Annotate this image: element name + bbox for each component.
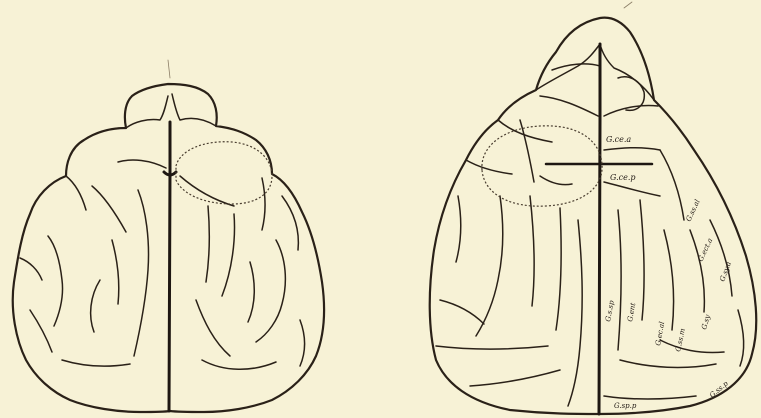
left-sulcus-5 <box>112 240 119 304</box>
rb-l-sulcus-8 <box>440 300 484 324</box>
right-brain-outline <box>430 18 757 414</box>
left-brain-r-sulcus-3 <box>222 214 235 296</box>
rb-l-sulcus-12 <box>540 176 572 185</box>
label-g-sy-a: G.sy.a <box>718 261 733 283</box>
left-brain-r-sulcus-4 <box>262 178 265 230</box>
left-brain-r-sulcus-10 <box>300 320 305 366</box>
label-g-ce-a: G.ce.a <box>606 135 631 144</box>
rb-l-sulcus-4 <box>456 196 461 262</box>
left-brain-r-sulcus-2 <box>206 206 209 282</box>
left-brain-r-sulcus-5 <box>282 196 298 250</box>
rb-r-sulcus-1 <box>660 150 684 220</box>
label-g-sy: G.sy <box>700 313 712 331</box>
rb-r-sulcus-6 <box>710 220 732 296</box>
rb-r-sulcus-3 <box>618 210 621 350</box>
left-sulcus-3 <box>66 176 86 210</box>
label-g-ce-p: G.ce.p <box>610 173 636 182</box>
left-brain-r-sulcus-9 <box>202 360 276 369</box>
label-g-s-sp: G.s.sp <box>604 299 616 322</box>
right-brain-figure: G.ce.a G.ce.p G.ss.al G.ect.a G.sy.a G.s… <box>430 2 757 414</box>
right-central-sulcus-a <box>604 148 660 150</box>
rb-r-sulcus-2 <box>640 200 644 320</box>
left-brain-r-sulcus-7 <box>248 262 254 322</box>
left-brain-r-sulcus-1 <box>180 176 234 206</box>
right-longitudinal-fissure <box>599 44 600 414</box>
left-sulcus-7 <box>134 190 149 356</box>
label-g-ss-al: G.ss.al <box>685 198 702 223</box>
rb-r-sulcus-5 <box>690 230 704 312</box>
label-g-ent: G.ent <box>626 302 637 322</box>
rb-r-sulcus-9 <box>604 396 696 399</box>
left-sulcus-6 <box>91 280 100 332</box>
rb-r-sulcus-4 <box>664 230 674 330</box>
label-g-ect-a: G.ect.a <box>697 237 715 263</box>
rb-l-sulcus-10 <box>470 370 560 386</box>
right-frontal-lobe-right <box>600 44 654 100</box>
left-sulcus-8 <box>30 310 52 352</box>
rb-r-sulcus-7 <box>620 360 716 367</box>
left-brain-dotted-region <box>176 142 272 204</box>
left-frontal-lobe-edge <box>126 96 168 128</box>
rb-l-sulcus-7 <box>556 208 561 330</box>
left-sulcus-4 <box>48 236 63 326</box>
left-sulcus-10 <box>20 258 42 280</box>
rb-l-sulcus-3 <box>466 160 512 174</box>
left-brain-stray-mark <box>168 60 170 78</box>
left-longitudinal-fissure <box>169 122 170 411</box>
left-brain-figure <box>13 60 324 412</box>
left-sulcus-9 <box>62 360 130 366</box>
right-frontal-inner <box>540 96 598 116</box>
rb-l-sulcus-9 <box>436 346 548 349</box>
rb-l-sulcus-2 <box>520 120 534 182</box>
left-sulcus-1 <box>118 160 166 168</box>
rb-r-sulcus-8 <box>660 340 724 353</box>
left-brain-r-sulcus-6 <box>256 240 285 342</box>
rb-l-sulcus-11 <box>568 220 582 406</box>
left-sulcus-2 <box>92 186 126 232</box>
right-central-sulcus-b <box>604 182 660 196</box>
left-brain-r-sulcus-8 <box>196 300 230 356</box>
right-frontal-lobe-edge <box>172 94 216 126</box>
rb-r-sulcus-10 <box>738 310 744 366</box>
right-brain-dotted-region <box>482 126 602 206</box>
right-frontal-arc <box>618 77 644 111</box>
right-brain-stray-mark <box>624 2 632 8</box>
label-g-sp-p: G.sp.p <box>614 402 637 410</box>
rb-l-sulcus-6 <box>530 196 534 306</box>
rb-l-sulcus-5 <box>476 196 503 336</box>
